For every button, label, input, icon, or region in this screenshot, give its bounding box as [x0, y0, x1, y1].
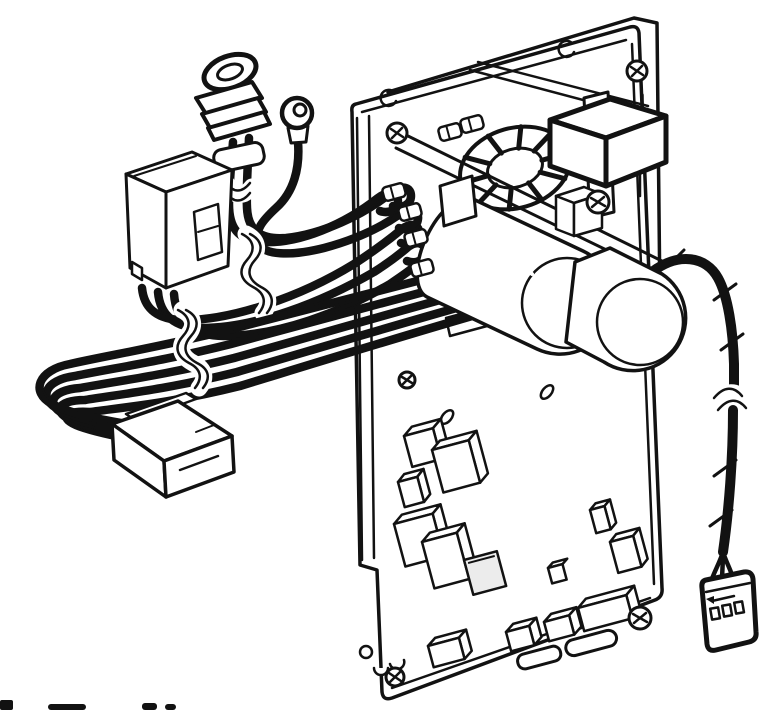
break-mark	[248, 232, 274, 315]
screw	[625, 59, 649, 83]
screw	[585, 189, 611, 215]
break-mark	[184, 308, 210, 390]
plug-latch-arrow	[706, 596, 714, 604]
harness-plug: Harness plug	[110, 391, 236, 499]
board-hole	[379, 88, 398, 108]
housing-latch	[192, 202, 224, 262]
plug-pin	[708, 606, 722, 621]
twisted-cable: Twisted two-wire cable	[652, 248, 753, 587]
relay-connector	[554, 194, 576, 238]
break-mark	[240, 232, 266, 315]
plug-pin	[732, 600, 746, 615]
twist-mark	[712, 282, 738, 302]
board-hole	[358, 644, 374, 660]
twist-mark	[666, 248, 686, 268]
twist-mark	[712, 458, 738, 478]
housing-foot	[130, 260, 144, 282]
screw	[385, 121, 409, 145]
wire-harness: Five-wire harness	[40, 272, 472, 444]
plug-latch	[710, 594, 736, 603]
screw	[397, 370, 417, 390]
capacitor-right: Electrolytic capacitor (right)	[564, 246, 688, 373]
break-mark	[712, 387, 744, 400]
pcb-components: Surface components	[392, 417, 649, 671]
twist-mark	[708, 508, 734, 528]
terminal-clips: Terminal clips	[381, 114, 485, 278]
relay-module: Relay module	[547, 90, 669, 238]
ring-terminal: Ring terminal	[279, 95, 315, 145]
terminal-block	[438, 174, 478, 228]
board-slot	[539, 383, 555, 401]
break-mark	[716, 399, 748, 412]
caption-fragments: Clipped caption fragments	[0, 700, 176, 710]
upper-wire-leads: Hooked wire leads	[142, 138, 436, 336]
connector-housing: Connector housing	[124, 150, 234, 290]
twist-mark	[719, 332, 745, 352]
screw	[627, 605, 653, 631]
plug-pin	[720, 603, 734, 618]
three-pin-plug: Three-pin plug	[699, 569, 759, 653]
break-mark	[176, 308, 202, 390]
board-hole	[557, 39, 576, 59]
screw	[384, 666, 406, 688]
screws: Phillips screws	[384, 59, 653, 688]
